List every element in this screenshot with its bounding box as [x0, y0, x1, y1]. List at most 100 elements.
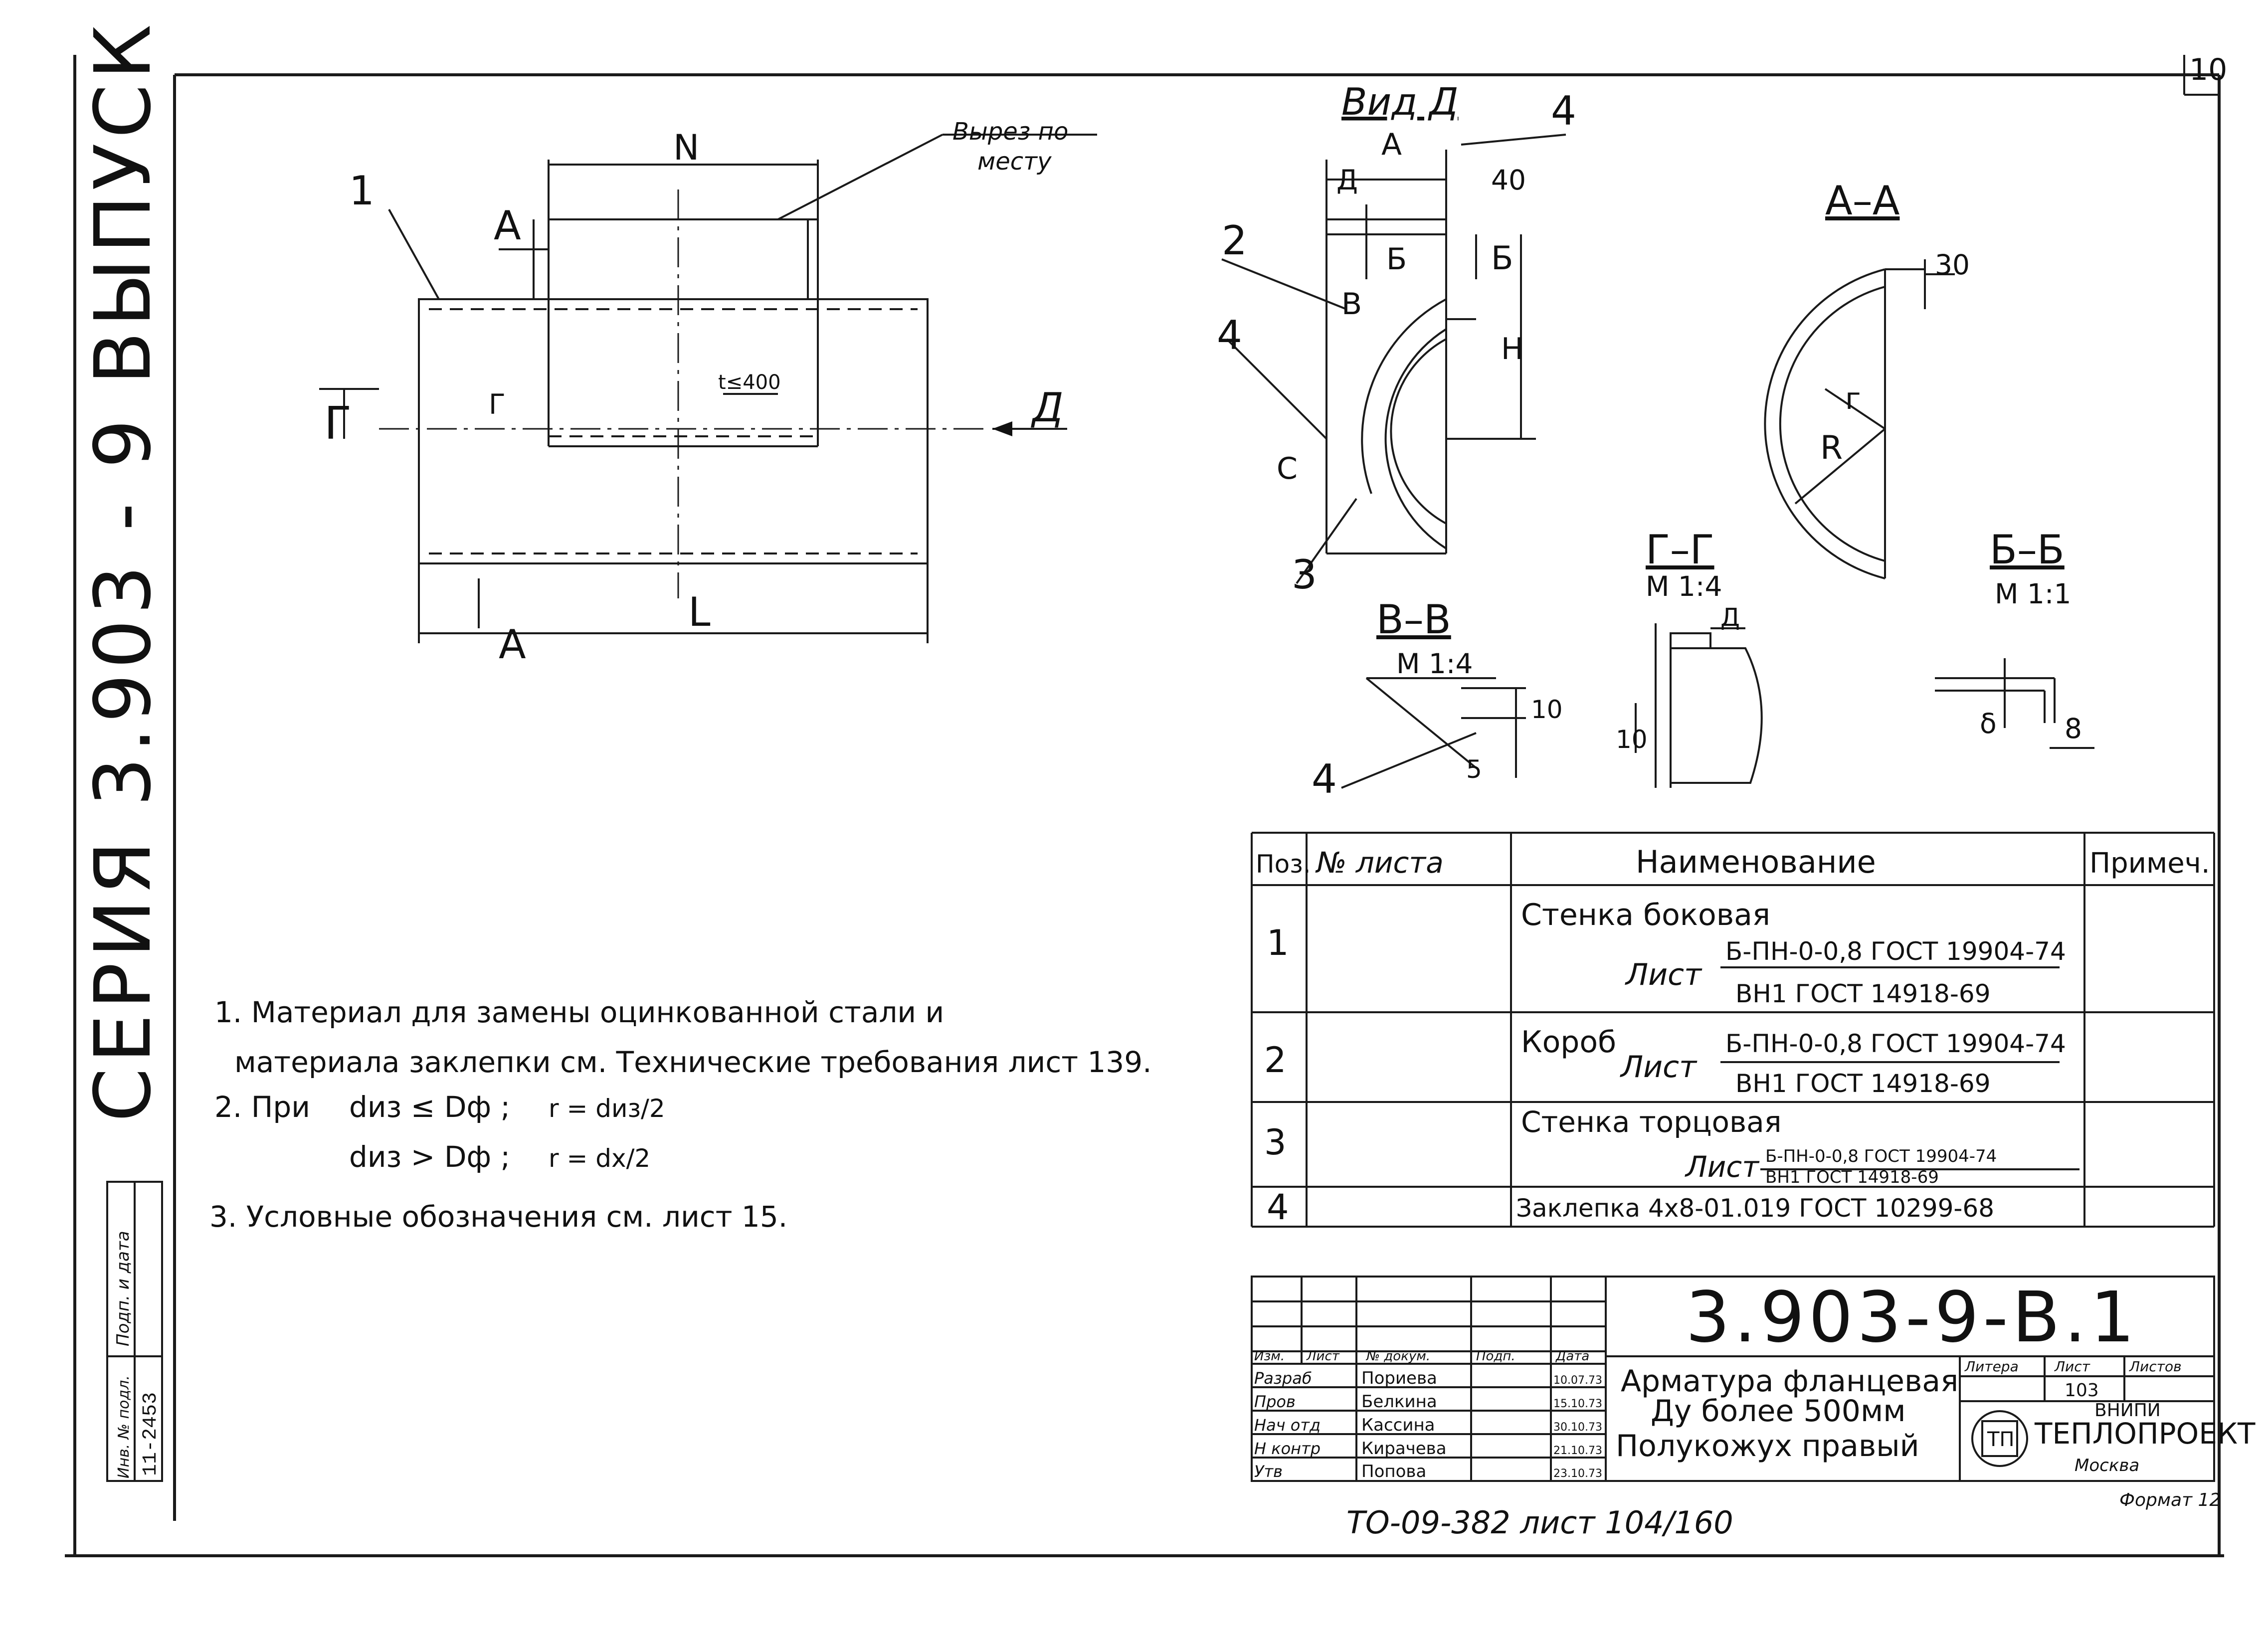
- spec-header-sheet: № листа: [1315, 846, 1444, 880]
- note-2-prefix: 2. При: [214, 1090, 310, 1124]
- spec-row-1-pos: 1: [1267, 922, 1289, 963]
- spec-row-3-sublabel: Лист: [1685, 1150, 1760, 1184]
- role-2: Пров: [1254, 1392, 1296, 1411]
- role-1: Разраб: [1254, 1369, 1312, 1388]
- spec-row-2-spec-top: Б-ПН-0-0,8 ГОСТ 19904-74: [1725, 1029, 2066, 1058]
- page-number: 10: [2189, 52, 2227, 87]
- view-d-dim-H: Н: [1501, 332, 1523, 367]
- main-view: [319, 134, 1097, 643]
- spec-table-header: Поз. № листа Наименование Примеч.: [1256, 844, 2210, 880]
- section-vv: [1341, 677, 1526, 789]
- section-aa: [1764, 259, 1955, 579]
- spec-row-1: 1 Стенка боковая Лист Б-ПН-0-0,8 ГОСТ 19…: [1267, 898, 2066, 1008]
- title-col-izm: Изм.: [1254, 1349, 1285, 1364]
- main-A-top-label: А: [494, 202, 521, 249]
- section-bb: [1935, 658, 2094, 749]
- spec-row-4: 4 Заклепка 4х8-01.019 ГОСТ 10299-68: [1267, 1187, 1994, 1228]
- title-sheet-header: Лист: [2054, 1358, 2090, 1375]
- title-roles: Разраб Пориева 10.07.73 Пров Белкина 15.…: [1254, 1368, 1602, 1481]
- main-A-bottom-label: А: [499, 621, 526, 668]
- main-pitch-note: t≤400: [718, 371, 781, 394]
- role-2-name: Белкина: [1361, 1392, 1437, 1412]
- spec-row-3: 3 Стенка торцовая Лист Б-ПН-0-0,8 ГОСТ 1…: [1264, 1105, 1997, 1187]
- spec-row-1-spec-top: Б-ПН-0-0,8 ГОСТ 19904-74: [1725, 937, 2066, 966]
- section-aa-title: А–А: [1825, 178, 1900, 224]
- section-gg-dim-10: 10: [1616, 725, 1648, 754]
- section-aa-R: R: [1820, 429, 1843, 467]
- spec-row-2-name: Короб: [1521, 1025, 1616, 1060]
- title-col-headers: Изм. Лист № докум. Подп. Дата: [1254, 1349, 1589, 1364]
- section-vv-dim-5: 5: [1466, 755, 1482, 784]
- view-d-V: В: [1341, 287, 1362, 322]
- section-gg-scale: М 1:4: [1646, 570, 1722, 602]
- spec-header-name: Наименование: [1636, 844, 1876, 880]
- spec-row-1-name: Стенка боковая: [1521, 898, 1770, 932]
- section-aa-dim-30: 30: [1935, 249, 1970, 281]
- section-vv-label-4: 4: [1312, 756, 1337, 802]
- view-d-B-small: Б: [1386, 242, 1407, 277]
- main-N-label: N: [673, 127, 699, 168]
- note-1-line-1: 1. Материал для замены оцинкованной стал…: [214, 995, 944, 1029]
- title-col-sign: Подп.: [1476, 1349, 1515, 1364]
- spec-header-note: Примеч.: [2089, 847, 2210, 880]
- section-vv-scale: М 1:4: [1396, 648, 1473, 680]
- title-sheets-header: Листов: [2129, 1358, 2182, 1375]
- spec-row-4-pos: 4: [1267, 1187, 1289, 1228]
- note-2-case1-cond: dиз ≤ Dф ;: [349, 1090, 510, 1124]
- main-G-label: Г: [324, 397, 352, 450]
- bottom-code: ТО-09-382 лист 104/160: [1346, 1504, 1733, 1541]
- title-col-list: Лист: [1306, 1349, 1340, 1364]
- role-2-date: 15.10.73: [1553, 1398, 1602, 1410]
- spec-row-2-pos: 2: [1264, 1040, 1287, 1081]
- section-bb-dim-8: 8: [2065, 713, 2082, 744]
- title-stage-header: Литера: [1964, 1358, 2019, 1375]
- left-strip-inv-value: 11-2453: [140, 1392, 162, 1476]
- note-3: 3. Условные обозначения см. лист 15.: [209, 1200, 787, 1234]
- role-4-name: Кирачева: [1361, 1439, 1447, 1459]
- main-cut-note-2: месту: [977, 148, 1052, 176]
- view-d-dim-40: 40: [1491, 164, 1526, 196]
- role-4-date: 21.10.73: [1553, 1445, 1602, 1457]
- title-line-2: Ду более 500мм: [1651, 1394, 1905, 1429]
- role-1-date: 10.07.73: [1553, 1374, 1602, 1387]
- section-bb-title: Б–Б: [1990, 527, 2065, 573]
- spec-row-3-spec-bottom: ВН1 ГОСТ 14918-69: [1765, 1167, 1939, 1187]
- role-5-name: Попова: [1361, 1462, 1426, 1481]
- org-city: Москва: [2075, 1456, 2139, 1475]
- spec-header-pos: Поз.: [1256, 850, 1311, 879]
- left-strip-inv-label: Инв. № подл.: [115, 1375, 133, 1478]
- section-vv-title: В–В: [1376, 596, 1451, 643]
- main-L-label: L: [688, 589, 711, 635]
- role-3-date: 30.10.73: [1553, 1421, 1602, 1434]
- note-2-case1-val: r = dиз/2: [549, 1094, 665, 1123]
- spec-row-3-spec-top: Б-ПН-0-0,8 ГОСТ 19904-74: [1765, 1146, 1997, 1166]
- title-line-1: Арматура фланцевая: [1621, 1364, 1958, 1399]
- title-col-date: Дата: [1555, 1349, 1589, 1364]
- view-d-label-2: 2: [1222, 217, 1247, 264]
- org-line-2: ТЕПЛОПРОЕКТ: [2034, 1417, 2256, 1451]
- note-1-line-2: материала заклепки см. Технические требо…: [234, 1045, 1152, 1079]
- spec-table-grid: [1251, 832, 2215, 1228]
- title-sheet-value: 103: [2065, 1380, 2099, 1401]
- view-d-B-right: Б: [1491, 240, 1513, 277]
- org-logo: [1971, 1410, 2028, 1467]
- spec-row-3-pos: 3: [1264, 1122, 1287, 1163]
- spec-row-2-spec-bottom: ВН1 ГОСТ 14918-69: [1735, 1069, 1991, 1098]
- role-3-name: Кассина: [1361, 1415, 1435, 1435]
- role-3: Нач отд: [1254, 1416, 1321, 1435]
- spec-row-1-spec-bottom: ВН1 ГОСТ 14918-69: [1735, 979, 1991, 1008]
- view-d-dim-D: Д: [1336, 164, 1358, 196]
- note-2-case2-val: r = dx/2: [549, 1144, 650, 1173]
- view-d: [1221, 134, 1566, 584]
- org-line-1: ВНИПИ: [2094, 1400, 2161, 1421]
- title-doc-code: 3.903-9-В.1: [1686, 1277, 2139, 1358]
- title-block-grid: [1251, 1276, 2215, 1482]
- title-line-3: Полукожух правый: [1616, 1429, 1919, 1464]
- spec-row-3-name: Стенка торцовая: [1521, 1105, 1782, 1139]
- note-2-case2-cond: dиз > Dф ;: [349, 1140, 510, 1174]
- left-strip-sign-label: Подп. и дата: [113, 1231, 133, 1346]
- view-d-title: Вид Д: [1341, 80, 1459, 124]
- left-strip: [106, 1181, 163, 1482]
